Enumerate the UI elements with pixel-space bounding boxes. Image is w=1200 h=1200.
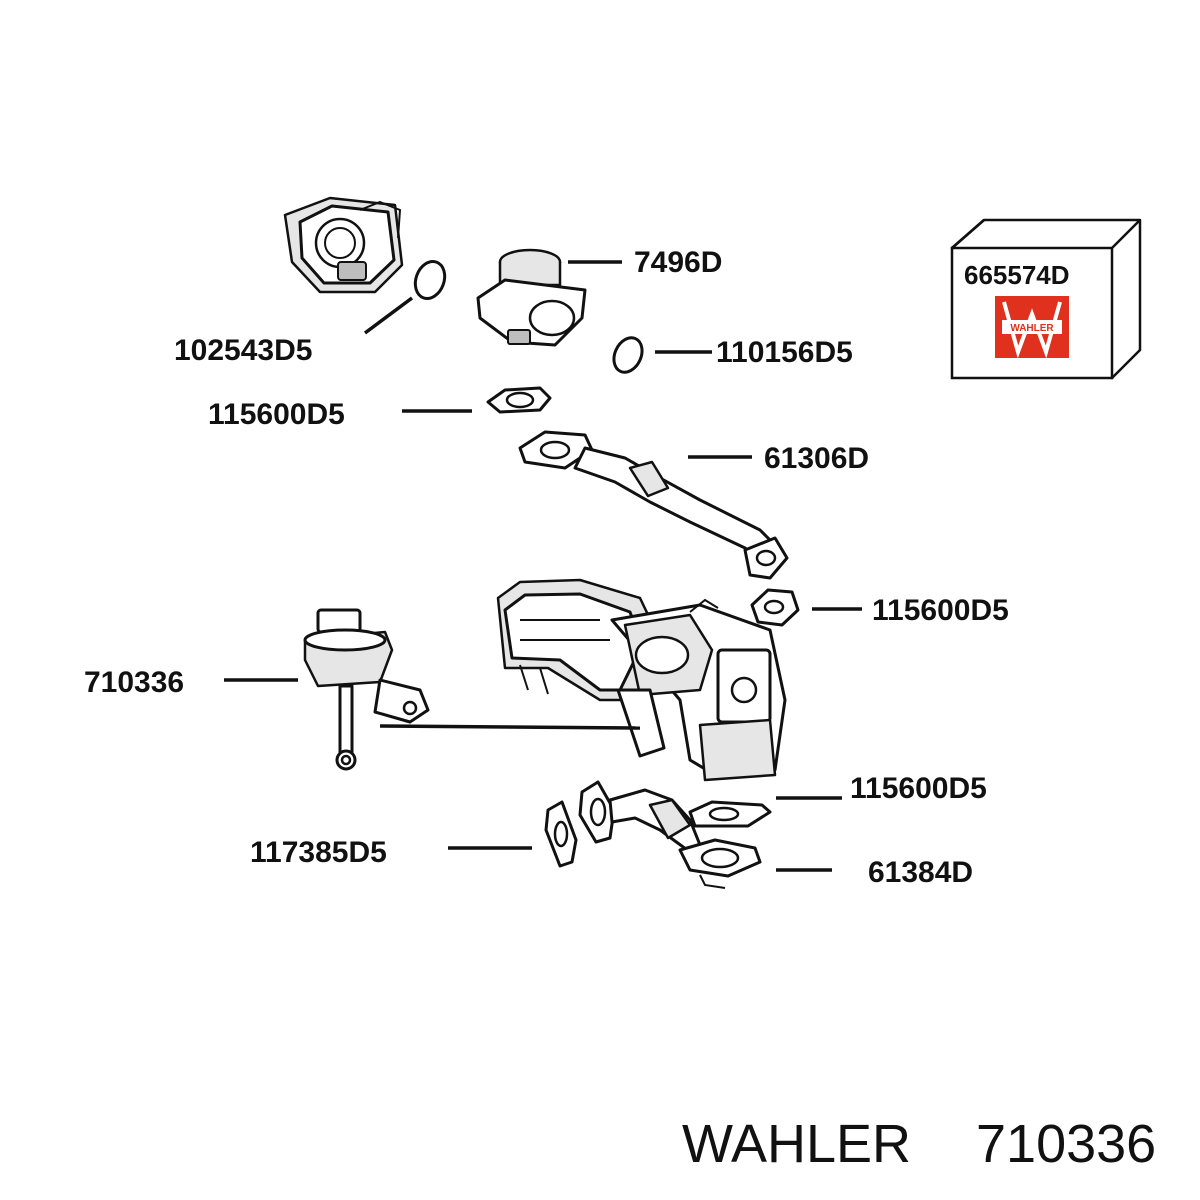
kit-box: 665574D WAHLER bbox=[950, 218, 1142, 380]
egr-cooler-part bbox=[496, 578, 787, 782]
caption-brand: WAHLER bbox=[682, 1114, 911, 1174]
callout-pipe-low: 61384D bbox=[868, 856, 973, 889]
gasket-part-low bbox=[688, 800, 772, 828]
pipe-part-top bbox=[518, 430, 789, 580]
gasket-part-top bbox=[486, 386, 552, 414]
wahler-logo: WAHLER bbox=[995, 296, 1069, 359]
callout-throttle-body: 102543D5 bbox=[174, 334, 312, 367]
leader-throttle-body bbox=[363, 296, 414, 335]
kit-box-code: 665574D bbox=[964, 260, 1070, 290]
throttle-body-part bbox=[283, 196, 404, 294]
egr-valve-part bbox=[476, 248, 587, 347]
wahler-logo-text: WAHLER bbox=[1010, 323, 1054, 334]
actuator-link-line bbox=[379, 724, 641, 730]
callout-gasket-left: 117385D5 bbox=[250, 836, 387, 869]
pipe-part-low bbox=[578, 780, 762, 889]
callout-actuator: 710336 bbox=[84, 666, 184, 699]
callout-pipe-top: 61306D bbox=[764, 442, 869, 475]
gasket-part-left bbox=[544, 800, 578, 868]
vacuum-actuator-part bbox=[303, 608, 430, 771]
callout-egr-valve: 7496D bbox=[634, 246, 722, 279]
caption-part-number: 710336 bbox=[976, 1114, 1156, 1174]
oring-part-2 bbox=[612, 336, 644, 374]
oring-part bbox=[413, 260, 447, 300]
callout-gasket-mid: 115600D5 bbox=[872, 594, 1009, 627]
callout-gasket-top: 115600D5 bbox=[208, 398, 345, 431]
callout-gasket-low: 115600D5 bbox=[850, 772, 987, 805]
callout-oring: 110156D5 bbox=[716, 336, 853, 369]
gasket-part-mid bbox=[750, 588, 800, 627]
